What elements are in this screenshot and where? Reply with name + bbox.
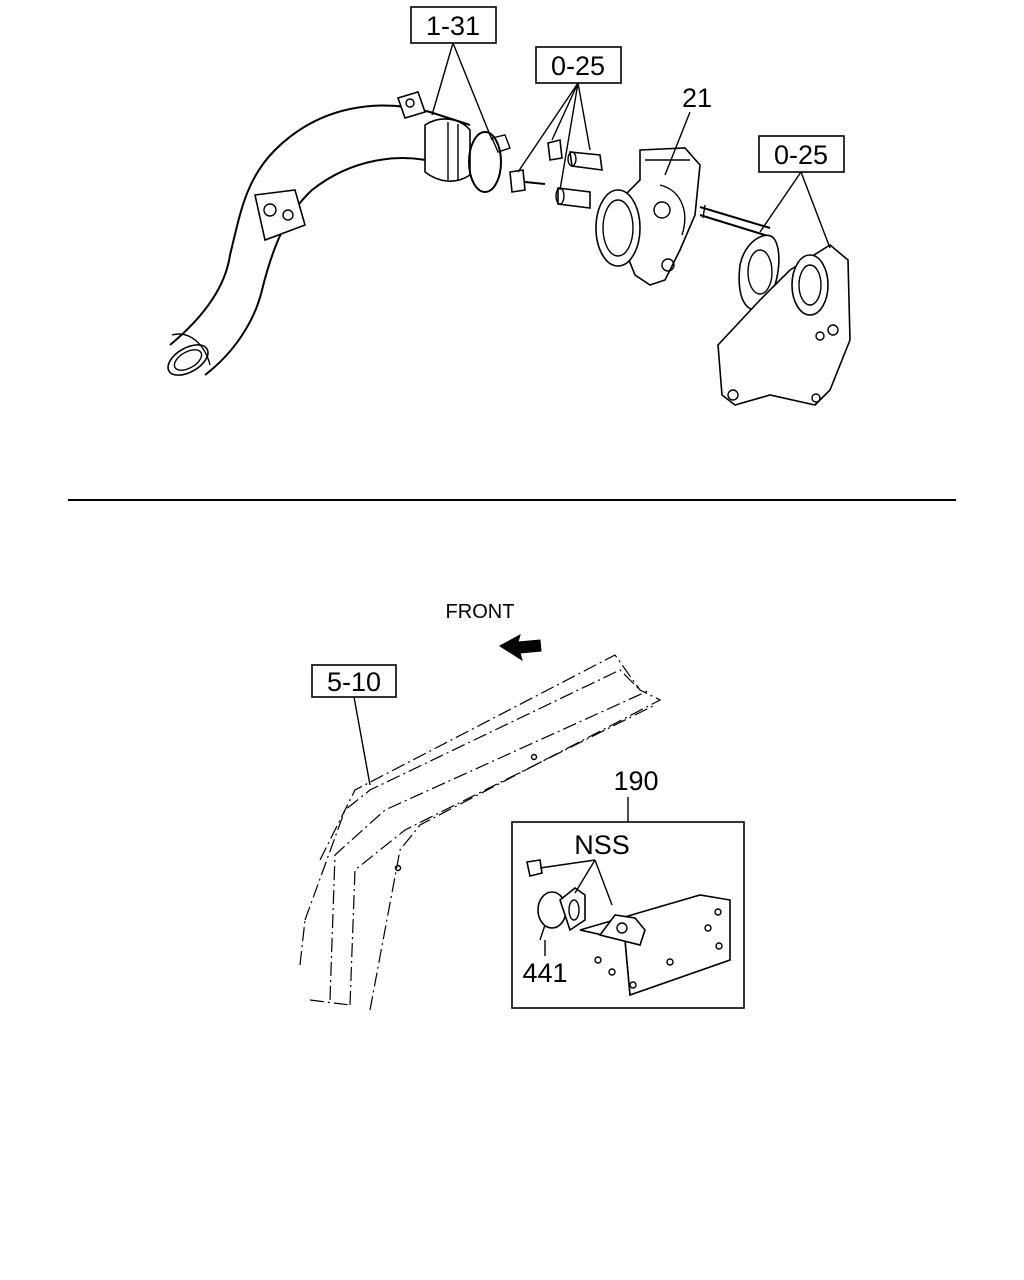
intake-hose xyxy=(167,91,511,376)
callout-hose: 1-31 xyxy=(410,6,497,141)
front-label: FRONT xyxy=(446,601,515,623)
bottom-assembly-diagram: FRONT 5-10 190 xyxy=(299,601,745,1011)
part-21-label: 21 xyxy=(682,83,712,113)
inset-190-label: 190 xyxy=(613,766,658,796)
valve-body xyxy=(595,147,701,286)
frame-rail xyxy=(299,654,662,1011)
callout-bolts-label: 0-25 xyxy=(551,51,605,81)
position-sensor xyxy=(526,859,586,941)
callout-studs: 0-25 xyxy=(758,135,845,249)
callout-studs-label: 0-25 xyxy=(774,140,828,170)
bolt-set xyxy=(509,139,603,209)
sensor-441-label: 441 xyxy=(522,958,567,988)
callout-part-21: 21 xyxy=(664,83,712,176)
callout-hose-label: 1-31 xyxy=(426,11,480,41)
front-direction: FRONT xyxy=(446,601,542,662)
callout-bolts: 0-25 xyxy=(517,46,622,191)
callout-frame: 5-10 xyxy=(311,664,397,786)
nss-label: NSS xyxy=(574,830,630,860)
front-arrow-icon xyxy=(499,633,542,662)
inset-190: 190 xyxy=(511,766,745,1009)
sensor-bracket xyxy=(579,894,731,997)
callout-frame-label: 5-10 xyxy=(327,667,381,697)
outlet-housing xyxy=(717,244,851,406)
top-assembly-diagram: 1-31 0-25 21 0-25 xyxy=(167,6,851,406)
stud xyxy=(699,204,771,237)
